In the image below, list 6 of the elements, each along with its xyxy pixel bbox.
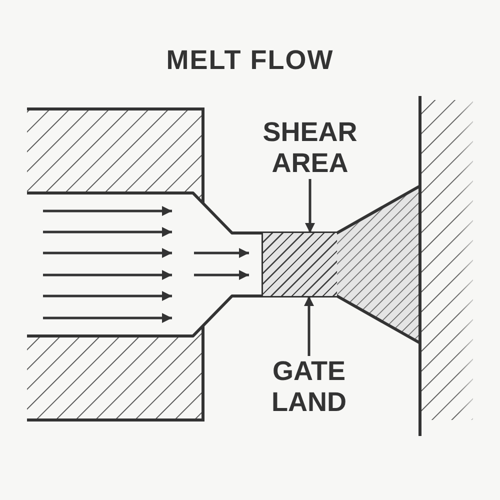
leader-arrow [305,179,315,233]
callout-label: GATE LAND [272,356,346,418]
diagram-title: MELT FLOW [166,45,334,75]
gate-land-region [263,233,337,296]
leader-arrow [304,296,314,356]
callout-label: SHEAR AREA [262,117,358,179]
